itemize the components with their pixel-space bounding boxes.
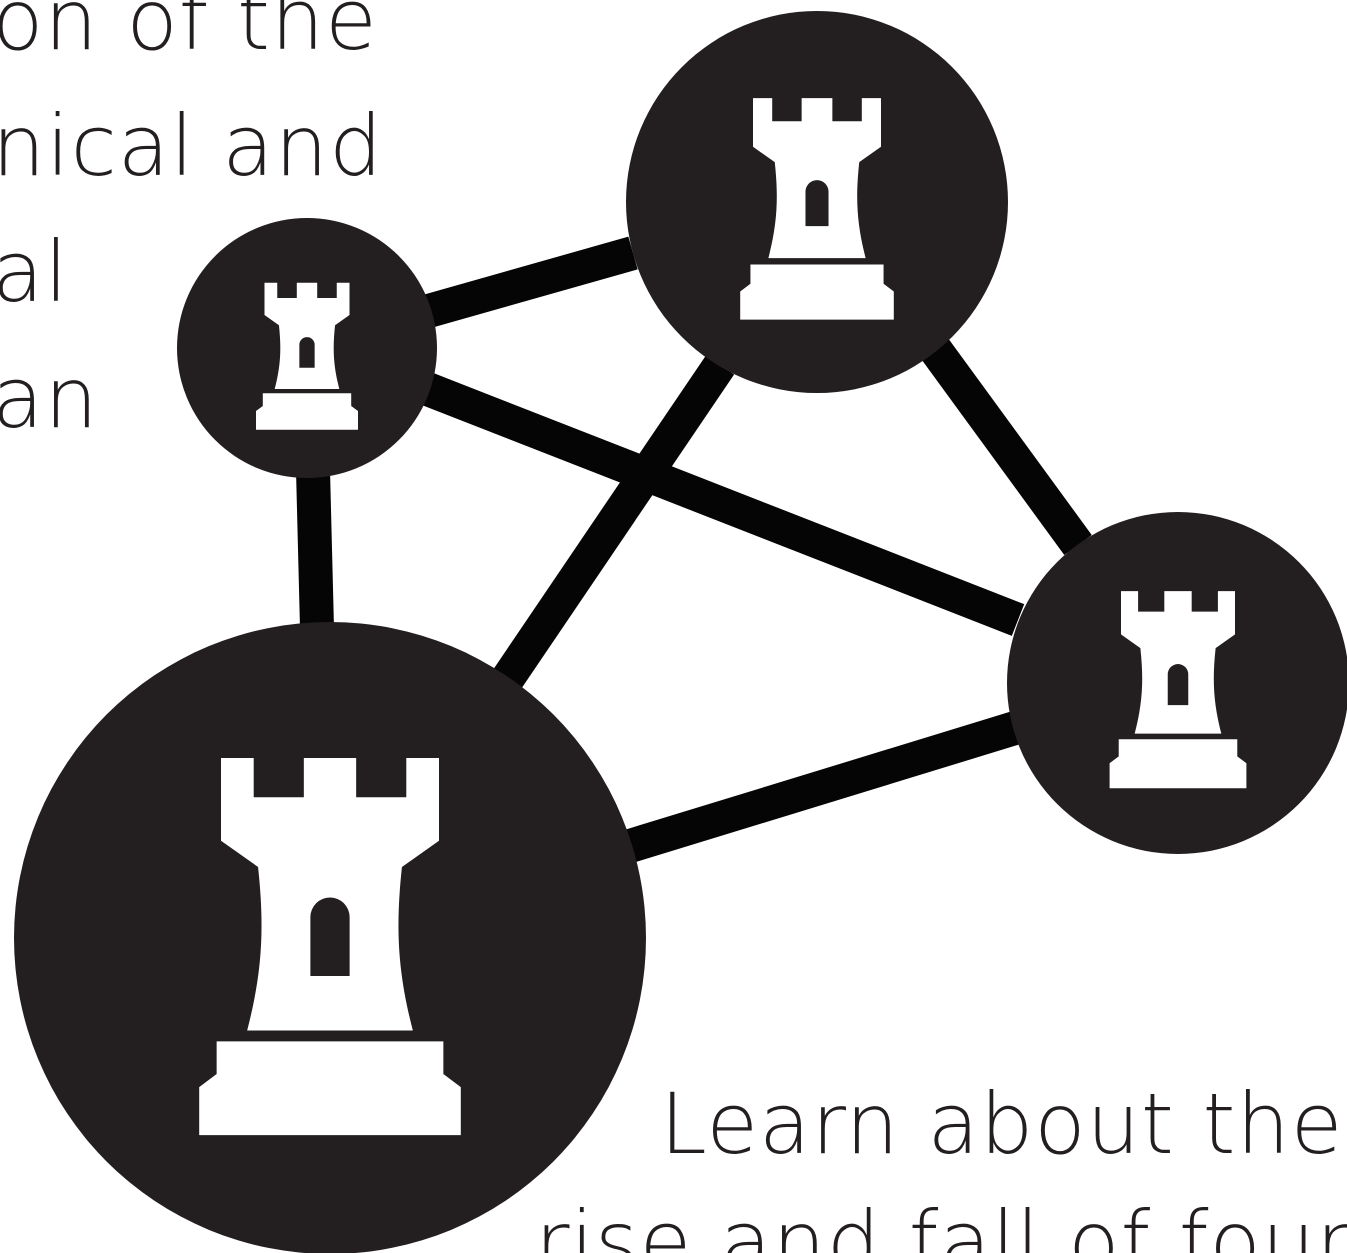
node-small-top-left: [177, 218, 437, 478]
edge-top-to-large: [493, 355, 735, 688]
intro-text-line-1: on of the: [0, 0, 378, 69]
edge-top-to-right: [918, 334, 1092, 556]
edge-small-to-top: [420, 236, 638, 329]
edge-large-to-right: [625, 711, 1020, 863]
outro-text-line-2: rise and fall of four: [535, 1193, 1347, 1253]
intro-text-line-4: an: [0, 349, 99, 447]
intro-text-line-2: nical and: [0, 97, 384, 195]
outro-text-line-1: Learn about the: [660, 1075, 1344, 1173]
node-medium-top: [626, 11, 1008, 393]
edges: [296, 236, 1092, 863]
edge-small-to-right: [418, 372, 1025, 636]
edge-small-to-large: [296, 469, 334, 629]
node-large-bottom-left: [14, 622, 646, 1253]
intro-text-line-3: al: [0, 223, 69, 321]
node-medium-right: [1007, 512, 1347, 854]
